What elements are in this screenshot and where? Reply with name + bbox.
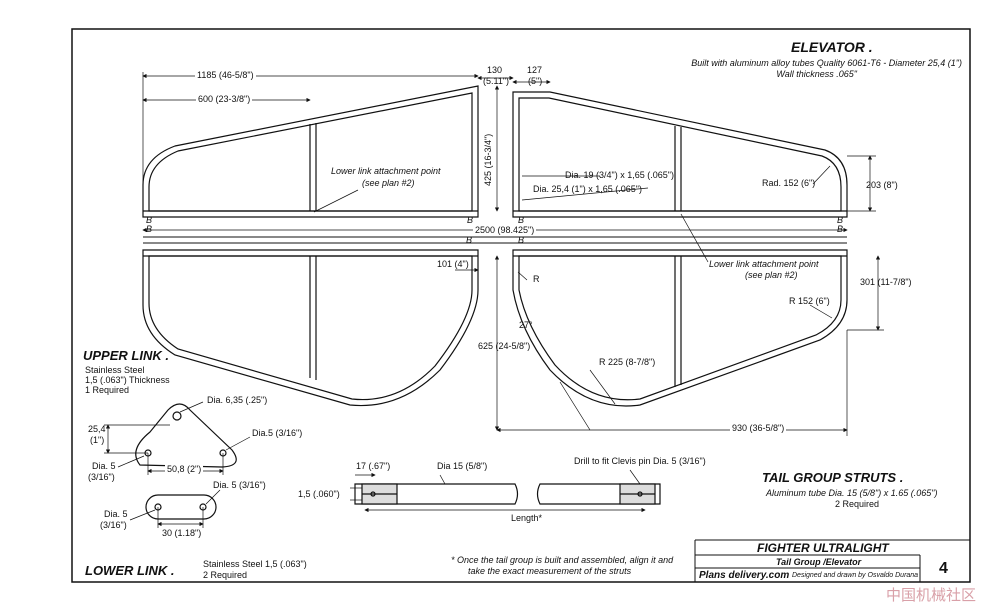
page-number: 4 — [939, 560, 948, 577]
elevator-note-2: Wall thickness .065" — [776, 69, 857, 79]
strut-dims — [350, 469, 646, 513]
title-credit: Designed and drawn by Osvaldo Durana — [792, 572, 919, 579]
dim-301: 301 (11-7/8") — [860, 277, 912, 287]
dim-r225: R 225 (8-7/8") — [599, 357, 656, 367]
upper-link-254b: (1") — [90, 435, 105, 445]
elevator-top-left — [142, 85, 479, 218]
footnote-1: * Once the tail group is built and assem… — [451, 555, 674, 565]
lower-link-material: Stainless Steel 1,5 (.063") — [203, 559, 307, 569]
label-b-6: B — [466, 235, 473, 245]
link-note-bottom-2: (see plan #2) — [745, 270, 798, 280]
label-b-1: B — [146, 215, 153, 225]
upper-link-dia5b2: (3/16") — [88, 472, 115, 482]
strut-length: Length* — [511, 513, 543, 523]
struts-qty: 2 Required — [835, 499, 880, 509]
dim-203: 203 (8") — [866, 180, 898, 190]
upper-link-plate — [135, 403, 237, 468]
struts-material: Aluminum tube Dia. 15 (5/8") x 1.65 (.06… — [766, 488, 938, 498]
upper-link-dims — [104, 401, 251, 475]
lower-link-qty: 2 Required — [203, 570, 248, 580]
upper-link-dia5b: Dia. 5 — [92, 461, 116, 471]
strut-dia15: Dia 15 (5/8") — [437, 461, 488, 471]
lower-link-dia5b2: (3/16") — [100, 520, 127, 530]
elevator-bottom-left — [142, 249, 479, 407]
strut-drill: Drill to fit Clevis pin Dia. 5 (3/16") — [574, 456, 706, 466]
title-sub: Tail Group /Elevator — [776, 557, 862, 567]
sheet-border — [71, 28, 971, 583]
upper-link-heading: UPPER LINK . — [83, 348, 169, 363]
dim-dia19: Dia. 19 (3/4") x 1,65 (.065") — [565, 170, 674, 180]
elevator-bottom-right — [512, 249, 848, 407]
dim-127: 127 — [527, 65, 543, 75]
footnote-2: take the exact measurement of the struts — [468, 566, 632, 576]
strut-15: 1,5 (.060") — [298, 489, 340, 499]
upper-link-254: 25,4 — [88, 424, 106, 434]
label-b-5: B — [146, 224, 153, 234]
dim-930: 930 (36-5/8") — [730, 423, 787, 433]
upper-link-dia5a: Dia.5 (3/16") — [252, 428, 303, 438]
dim-600: 600 (23-3/8") — [196, 94, 253, 104]
dim-625: 625 (24-5/8") — [478, 341, 531, 351]
lower-link-dia5b: Dia. 5 — [104, 509, 128, 519]
dim-127b: (5") — [528, 76, 543, 86]
link-note-top-1: Lower link attachment point — [331, 166, 441, 176]
lower-link-dia5a: Dia. 5 (3/16") — [213, 480, 266, 490]
dim-r152: R 152 (6") — [789, 296, 830, 306]
upper-link-qty: 1 Required — [85, 385, 130, 395]
dim-r: R — [533, 274, 540, 284]
label-b-4: B — [837, 215, 844, 225]
dim-dia254: Dia. 25,4 (1") x 1,65 (.065") — [533, 184, 642, 194]
center-tube — [143, 236, 847, 244]
title-main: FIGHTER ULTRALIGHT — [757, 541, 889, 555]
elevator-top-right — [512, 91, 848, 218]
upper-link-thickness: 1,5 (.063") Thickness — [85, 375, 170, 385]
dim-rad152: Rad. 152 (6") — [762, 178, 816, 188]
dim-130: 130 — [487, 65, 503, 75]
strut-drawing — [354, 483, 661, 505]
strut-17: 17 (.67") — [356, 461, 391, 471]
label-b-2: B — [467, 215, 474, 225]
lower-link-dims — [129, 489, 221, 528]
watermark: 中国机械社区 — [886, 587, 977, 604]
upper-link-508: 50,8 (2") — [165, 464, 204, 474]
dim-101: 101 (4") — [437, 259, 469, 269]
dim-27: 27° — [519, 320, 533, 330]
struts-heading: TAIL GROUP STRUTS . — [762, 470, 904, 485]
title-block — [694, 539, 970, 582]
lower-link-30: 30 (1.18") — [162, 528, 202, 538]
lower-link-plate — [145, 494, 217, 520]
label-b-3: B — [518, 215, 525, 225]
dim-2500: 2500 (98.425") — [473, 225, 537, 235]
dim-130b: (5.11") — [483, 76, 510, 86]
elevator-note-1: Built with aluminum alloy tubes Quality … — [691, 58, 962, 68]
dim-1185: 1185 (46-5/8") — [195, 70, 256, 80]
label-b-7: B — [518, 235, 525, 245]
lower-link-heading: LOWER LINK . — [85, 563, 175, 578]
dim-425: 425 (16-3/4") — [483, 133, 493, 186]
link-note-top-2: (see plan #2) — [362, 178, 415, 188]
label-b-8: B — [837, 224, 844, 234]
title-website: Plans delivery.com — [699, 570, 790, 581]
elevator-heading: ELEVATOR . — [791, 39, 873, 55]
upper-link-material: Stainless Steel — [85, 365, 145, 375]
upper-link-dia635: Dia. 6,35 (.25") — [207, 395, 268, 405]
link-note-bottom-1: Lower link attachment point — [709, 259, 819, 269]
